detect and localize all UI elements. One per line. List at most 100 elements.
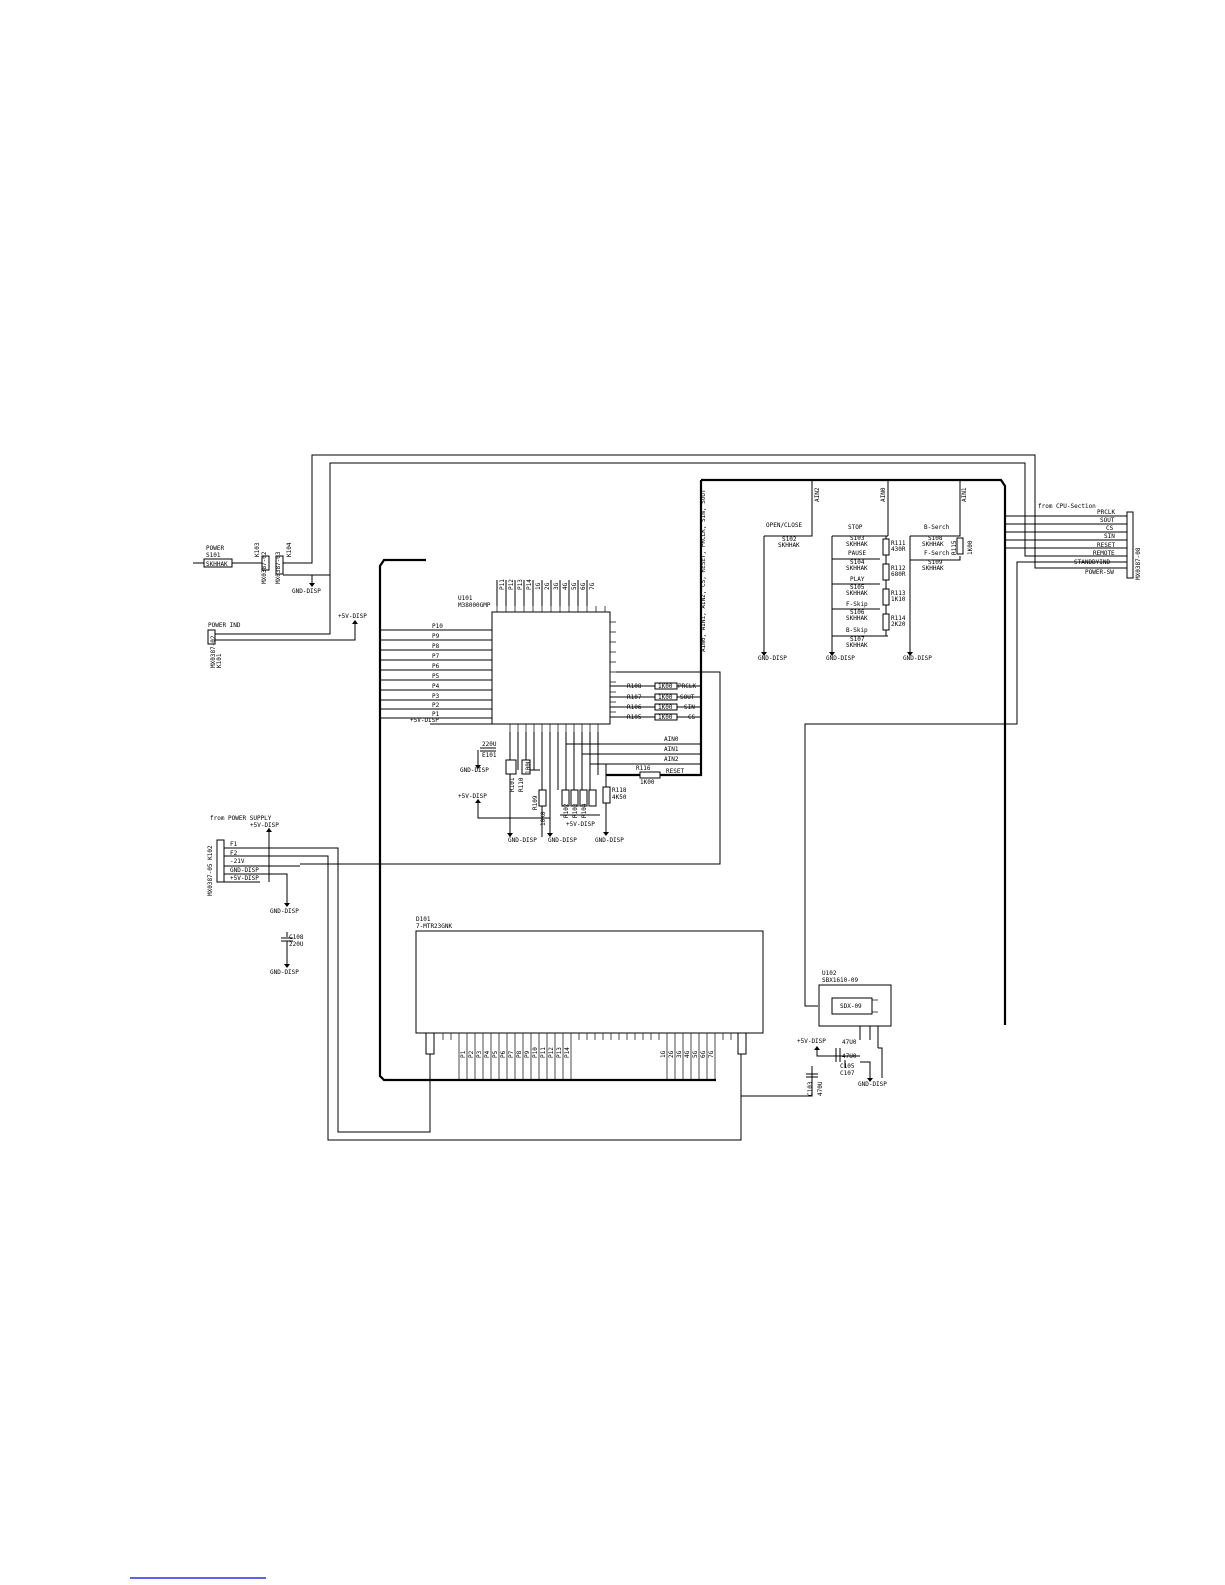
key-open-close-part: SKHHAK [778,542,800,549]
key-fserch-label: F-Serch [924,550,950,557]
r108-ref: R108 [627,683,642,690]
u101-top-pin: P11 [499,579,506,590]
u101-left-pin: P5 [432,673,440,680]
r111-val: 430R [891,546,906,553]
u101-left-wires [380,629,492,725]
r107-val: 1K00 [658,694,673,701]
r118-val: 4K50 [612,794,627,801]
vfd-pin: P7 [508,1050,515,1058]
k103-ref: K103 [254,542,261,557]
small-r-stack: R101 R110 100U [505,759,540,792]
k103-connector: K103 MX0387-02 [254,542,270,584]
r116-signal: RESET [666,768,684,775]
s101-power-switch: POWER S101 SKHHAK [193,545,262,568]
s101-ref: S101 [206,552,221,559]
ain1-label: AIN1 [664,746,679,753]
u101-left-pin: P1 [432,711,440,718]
k104-connector: K104 MX0387-03 GND-DISP [275,542,321,595]
r106-signal: SIN [684,704,695,711]
key-play-ref: S105 [850,584,865,591]
cpu-sig-3: SIN [1104,533,1115,540]
ain2-label: AIN2 [664,756,679,763]
key-open-close-label: OPEN/CLOSE [766,522,803,529]
c108-gnd: GND-DISP [270,969,299,976]
u101-top-pin: 2G [544,582,551,590]
k104-gnd: GND-DISP [292,588,321,595]
u101-left-pin: P8 [432,643,440,650]
vfd-pin-labels: P1 P2 P3 P4 P5 P6 P7 P8 P9 P10 P11 P12 P… [460,1047,715,1058]
key-open-close-ref: S102 [782,536,797,543]
psu-sig-4: +5V-DISP [230,875,259,882]
r111-ref: R111 [891,540,906,547]
ain0-col: AIN0 [880,487,887,502]
vfd-pin: 1G [660,1050,667,1058]
vfd-pin: P2 [468,1050,475,1058]
vfd-pin: P12 [548,1047,555,1058]
c106-val: 47U0 [842,1039,857,1046]
r101-label: R101 [509,777,516,792]
cpu-sig-4: RESET [1097,542,1115,549]
r118-ref: R118 [612,787,627,794]
key-fskip-part: SKHHAK [846,615,868,622]
r105-ref: R105 [627,714,642,721]
u101-top-pin: 1G [535,582,542,590]
k104-part: MX0387-03 [275,551,282,584]
k101-ref: K101 [216,653,223,668]
cpu-caption: from CPU-Section [1038,503,1096,510]
r106-ref: R106 [627,704,642,711]
cpu-sig-7: POWER-SW [1085,569,1114,576]
u101-top-pin: 6G [580,582,587,590]
c108-val: 220U [289,941,304,948]
key-bskip-part: SKHHAK [846,642,868,649]
key-bskip-label: B-Skip [846,627,868,634]
cpu-connector: from CPU-Section MX0387-08 PRCLK SOUT CS… [804,503,1142,1007]
u101-left-pin: P3 [432,693,440,700]
r107-signal: SOUT [680,694,695,701]
key-fskip-ref: S106 [850,609,865,616]
u101-left-pin: P9 [432,633,440,640]
gnd-2: GND-DISP [548,837,577,844]
u102-ref: U102 [822,970,837,977]
psu-caption: from POWER SUPPLY [210,815,272,822]
r108-val: 1K00 [658,683,673,690]
e101-val: 220U [482,741,497,748]
c108-ref: C108 [289,934,304,941]
key-pause-label: PAUSE [848,550,866,557]
cpu-sig-0: PRCLK [1097,509,1115,516]
key-fskip-label: F-Skip [846,601,868,608]
key-play-label: PLAY [850,576,865,583]
key-stop-ref: S103 [850,535,865,542]
r109-ref: R109 [532,795,539,810]
vfd-pin: 2G [668,1050,675,1058]
u101-top-wires [496,580,588,606]
u101-top-pin: P12 [508,579,515,590]
power-supply-connector: from POWER SUPPLY +5V-DISP MX0387-05 K10… [207,815,742,1141]
r115-ref: R115 [951,540,958,555]
s101-label: POWER [206,545,224,552]
cpu-sig-2: CS [1106,525,1114,532]
r109-resistor: R109 10K0 [532,789,547,826]
s101-part: SKHHAK [206,561,228,568]
r102-label: R102 [563,803,570,818]
cpu-part: MX0387-08 [1135,547,1142,580]
u101-left-pin: P10 [432,623,443,630]
c108-cap: C108 220U GND-DISP [270,932,304,976]
ain0-label: AIN0 [664,736,679,743]
k101-part: MX0387-02 [210,635,217,668]
gnd-serch: GND-DISP [903,655,932,662]
psu-sig-2: -21V [230,858,245,865]
u101-top-pin: 4G [562,582,569,590]
r104-label: R104 [581,803,588,818]
r-array: R102 R103 R104 +5V-DISP R118 4K50 [560,786,627,832]
psu-gnd: GND-DISP [270,908,299,915]
vfd-pin: 4G [684,1050,691,1058]
vfd-ref: D101 [416,916,431,923]
key-bserch-part: SKHHAK [922,541,944,548]
psu-sig-0: F1 [230,841,238,848]
vfd-pin: P13 [556,1047,563,1058]
u101-ref: U101 [458,595,473,602]
c105-ref: C105 [840,1063,855,1070]
vfd-pin: 6G [700,1050,707,1058]
u101-top-pin: 7G [589,582,596,590]
